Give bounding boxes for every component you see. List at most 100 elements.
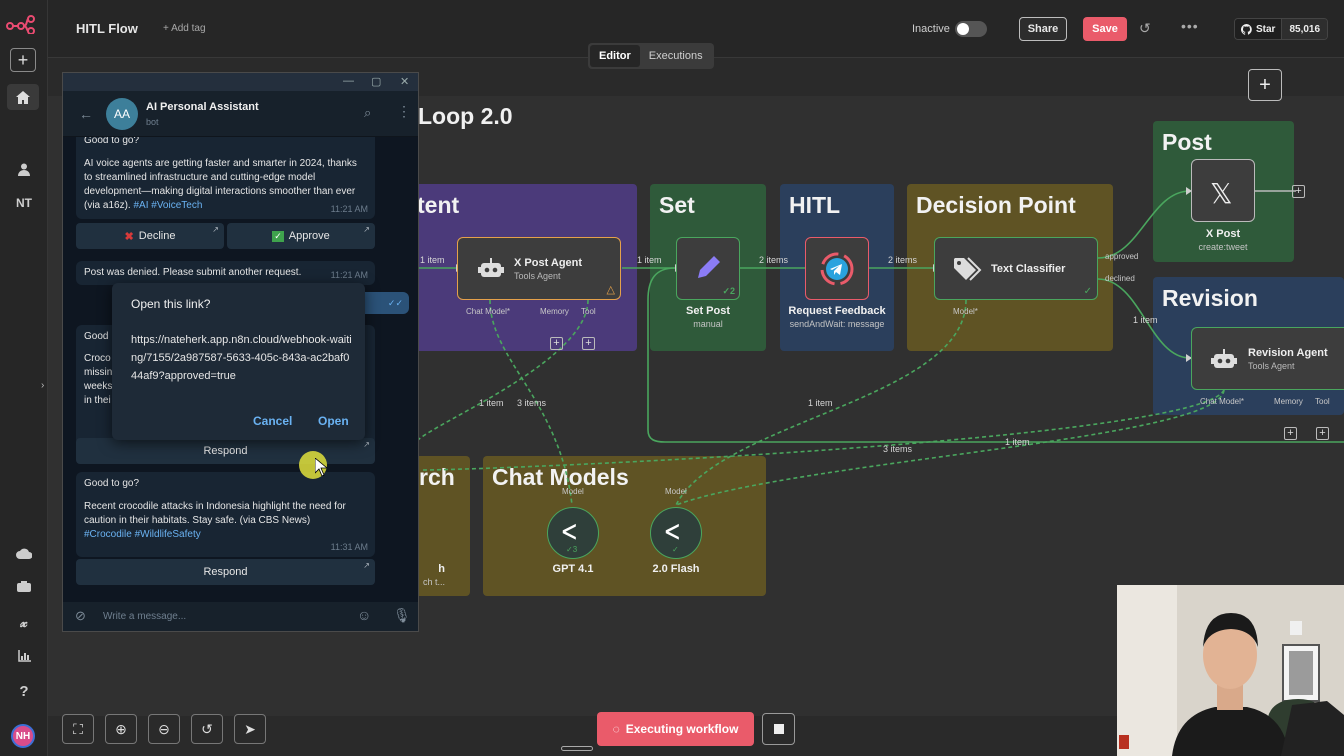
n8n-logo-icon[interactable] — [6, 14, 40, 39]
expand-chevron-icon[interactable]: › — [41, 380, 45, 391]
approve-label: Approve — [288, 230, 330, 242]
add-next-node-button[interactable]: + — [1292, 185, 1305, 198]
fit-view-button[interactable]: ⛶ — [62, 714, 94, 744]
node-x-post-agent[interactable]: X Post Agent Tools Agent △ — [457, 237, 621, 300]
cancel-button[interactable]: Cancel — [253, 414, 293, 428]
github-star-count: 85,016 — [1281, 19, 1328, 39]
maximize-icon[interactable]: ▢ — [371, 76, 382, 88]
robot-icon — [478, 258, 504, 285]
undo-button[interactable]: ↺ — [191, 714, 223, 744]
hashtags[interactable]: #AI #VoiceTech — [133, 200, 203, 211]
sticky-chat-models[interactable]: Chat Models — [483, 456, 766, 596]
inline-keyboard: Respond↗ — [76, 559, 375, 585]
workflow-sticky-title: Loop 2.0 — [418, 103, 513, 129]
new-workflow-button[interactable]: + — [10, 48, 36, 72]
more-options-icon[interactable]: ••• — [1181, 18, 1199, 34]
edge-label: 3 items — [883, 444, 913, 454]
message-line: missin — [84, 367, 113, 378]
add-node-button[interactable]: + — [1248, 69, 1282, 101]
home-icon[interactable] — [7, 84, 39, 110]
add-memory-button[interactable]: + — [1284, 427, 1297, 440]
history-icon[interactable]: ↺ — [1139, 20, 1151, 36]
node-request-feedback[interactable] — [805, 237, 869, 300]
share-button[interactable]: Share — [1019, 17, 1067, 41]
zoom-in-button[interactable]: ⊕ — [105, 714, 137, 744]
sent-checkmarks-icon: ✓✓ — [353, 292, 409, 314]
user-icon[interactable] — [9, 156, 39, 182]
executing-workflow-button[interactable]: ◌ Executing workflow — [597, 712, 754, 746]
save-button[interactable]: Save — [1083, 17, 1127, 41]
active-status-label: Inactive — [912, 23, 950, 35]
active-toggle[interactable] — [955, 21, 987, 37]
respond-label: Respond — [203, 566, 248, 578]
message-text: Post was denied. Please submit another r… — [84, 267, 302, 278]
hashtags[interactable]: #Crocodile #WildlifeSafety — [84, 529, 201, 540]
add-tool-button[interactable]: + — [582, 337, 595, 350]
node-set-post[interactable]: ✓2 — [676, 237, 740, 300]
add-tool-button[interactable]: + — [1316, 427, 1329, 440]
decline-button[interactable]: ✖Decline↗ — [76, 223, 224, 249]
bot-avatar[interactable]: AA — [106, 98, 138, 130]
message-top: Good — [84, 331, 109, 342]
user-avatar[interactable]: NH — [11, 724, 35, 748]
edge-label: 2 items — [759, 255, 789, 265]
port-label: Tool — [581, 307, 596, 316]
bot-name[interactable]: AI Personal Assistant — [146, 101, 259, 113]
external-arrow-icon: ↗ — [363, 440, 370, 449]
emoji-icon[interactable]: ☺ — [357, 607, 372, 623]
tag-icon — [954, 257, 982, 286]
edge-label: 1 item — [1005, 437, 1030, 447]
respond-button[interactable]: Respond↗ — [76, 438, 375, 464]
github-star-button[interactable]: Star 85,016 — [1234, 18, 1329, 40]
message-input[interactable]: Write a message... — [103, 611, 187, 622]
add-tag-link[interactable]: + Add tag — [163, 23, 206, 34]
cloud-icon[interactable] — [9, 540, 39, 566]
open-button[interactable]: Open — [318, 414, 349, 428]
close-icon[interactable]: ✕ — [400, 76, 410, 88]
node-x-post[interactable]: 𝕏 — [1191, 159, 1255, 222]
bot-status: bot — [146, 117, 159, 127]
tab-executions[interactable]: Executions — [648, 50, 703, 62]
tab-editor[interactable]: Editor — [590, 45, 640, 67]
help-icon[interactable]: ? — [19, 682, 29, 700]
attach-icon[interactable]: ⊘ — [75, 608, 86, 623]
node-2-0-flash[interactable]: ᐸ ✓ — [650, 507, 702, 559]
message-text: Recent crocodile attacks in Indonesia hi… — [84, 501, 346, 526]
view-tabs: Editor Executions — [588, 43, 714, 69]
zoom-out-button[interactable]: ⊖ — [148, 714, 180, 744]
window-titlebar: — ▢ ✕ — [63, 73, 418, 91]
telegram-icon — [820, 252, 854, 291]
more-menu-icon[interactable]: ⋮ — [397, 103, 411, 119]
stop-execution-button[interactable] — [762, 713, 795, 745]
success-check-badge: ✓2 — [722, 286, 735, 296]
approve-button[interactable]: ✓Approve↗ — [227, 223, 375, 249]
workflow-title[interactable]: HITL Flow — [76, 21, 138, 36]
node-caption: Request Feedback sendAndWait: message — [777, 305, 897, 329]
panel-resize-handle[interactable] — [561, 746, 593, 751]
sticky-chat-models-title: Chat Models — [492, 464, 629, 490]
left-sidebar: + NT 𝔁 ? NH — [0, 0, 48, 756]
select-tool-button[interactable]: ➤ — [234, 714, 266, 744]
search-icon[interactable]: ⌕ — [364, 105, 372, 120]
back-arrow-icon[interactable]: ← — [79, 106, 93, 122]
message-line: Croco — [84, 353, 111, 364]
message-top: Good to go? — [84, 478, 140, 489]
message-bubble: Good to go? Recent crocodile attacks in … — [76, 472, 375, 557]
node-gpt41[interactable]: ᐸ ✓3 — [547, 507, 599, 559]
templates-icon[interactable] — [9, 574, 39, 600]
node-revision-agent[interactable]: Revision Agent Tools Agent — [1191, 327, 1344, 390]
project-initials[interactable]: NT — [16, 196, 32, 210]
microphone-icon[interactable]: 🎙 — [393, 607, 411, 623]
github-icon — [1241, 23, 1252, 35]
node-caption: Set Post manual — [658, 305, 758, 329]
model-icon: ᐸ — [562, 522, 577, 544]
minimize-icon[interactable]: — — [343, 75, 354, 87]
node-text-classifier[interactable]: Text Classifier ✓ — [934, 237, 1098, 300]
variables-icon[interactable]: 𝔁 — [20, 613, 28, 630]
dialog-title: Open this link? — [131, 297, 211, 311]
node-caption: GPT 4.1 — [533, 563, 613, 575]
add-memory-button[interactable]: + — [550, 337, 563, 350]
respond-button[interactable]: Respond↗ — [76, 559, 375, 585]
insights-icon[interactable] — [9, 643, 39, 669]
